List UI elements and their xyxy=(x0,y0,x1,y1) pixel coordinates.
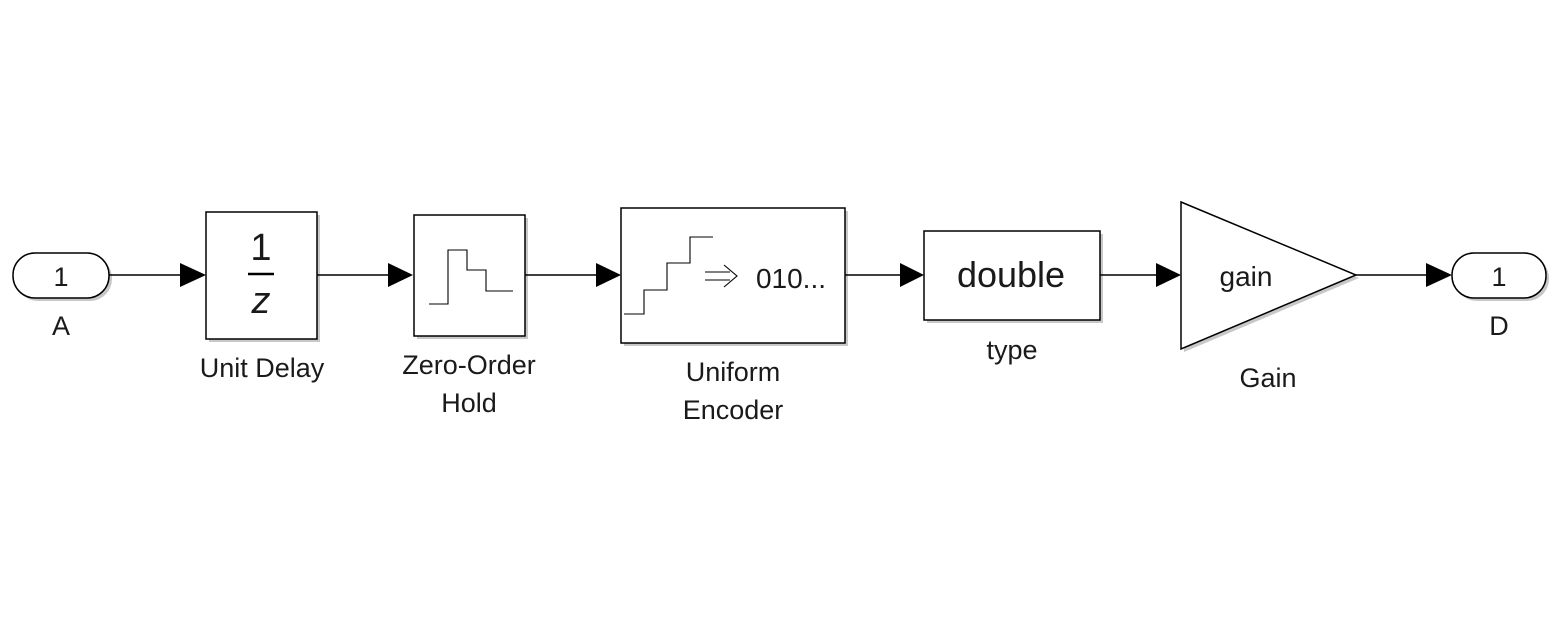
encoder-output-text: 010... xyxy=(756,263,826,294)
zero-order-hold-label-line1: Zero-Order xyxy=(402,350,536,380)
type-conversion-text: double xyxy=(957,254,1065,295)
unit-delay-numerator: 1 xyxy=(250,227,271,269)
signal-line-encoder-to-type[interactable] xyxy=(845,263,924,287)
outport-block-d[interactable]: 1 xyxy=(1451,252,1549,301)
quantizer-staircase-icon xyxy=(624,236,713,315)
signal-line-a-to-unit-delay[interactable] xyxy=(109,263,206,287)
data-type-conversion-block[interactable]: double xyxy=(923,230,1103,323)
zero-order-hold-block[interactable] xyxy=(413,214,528,339)
signal-line-gain-to-d[interactable] xyxy=(1356,263,1452,287)
uniform-encoder-label-line1: Uniform xyxy=(686,357,781,387)
outport-number: 1 xyxy=(1491,262,1506,292)
implies-arrow-icon xyxy=(705,264,738,288)
uniform-encoder-block[interactable]: 010... xyxy=(620,207,848,346)
gain-value-text: gain xyxy=(1220,261,1273,292)
type-conversion-label: type xyxy=(986,335,1037,365)
signal-line-type-to-gain[interactable] xyxy=(1100,263,1181,287)
staircase-hold-icon xyxy=(429,249,513,305)
inport-block-a[interactable]: 1 xyxy=(12,252,112,301)
inport-number: 1 xyxy=(53,262,68,292)
signal-line-zoh-to-encoder[interactable] xyxy=(525,263,621,287)
zero-order-hold-label-line2: Hold xyxy=(441,388,497,418)
inport-label: A xyxy=(52,311,70,341)
uniform-encoder-label-line2: Encoder xyxy=(683,395,784,425)
signal-line-unit-delay-to-zoh[interactable] xyxy=(317,263,413,287)
outport-label: D xyxy=(1489,311,1509,341)
unit-delay-block[interactable]: 1 z xyxy=(205,211,320,342)
gain-label: Gain xyxy=(1239,363,1296,393)
unit-delay-denominator: z xyxy=(251,280,271,322)
gain-block[interactable]: gain xyxy=(1180,200,1359,352)
unit-delay-label: Unit Delay xyxy=(200,353,325,383)
